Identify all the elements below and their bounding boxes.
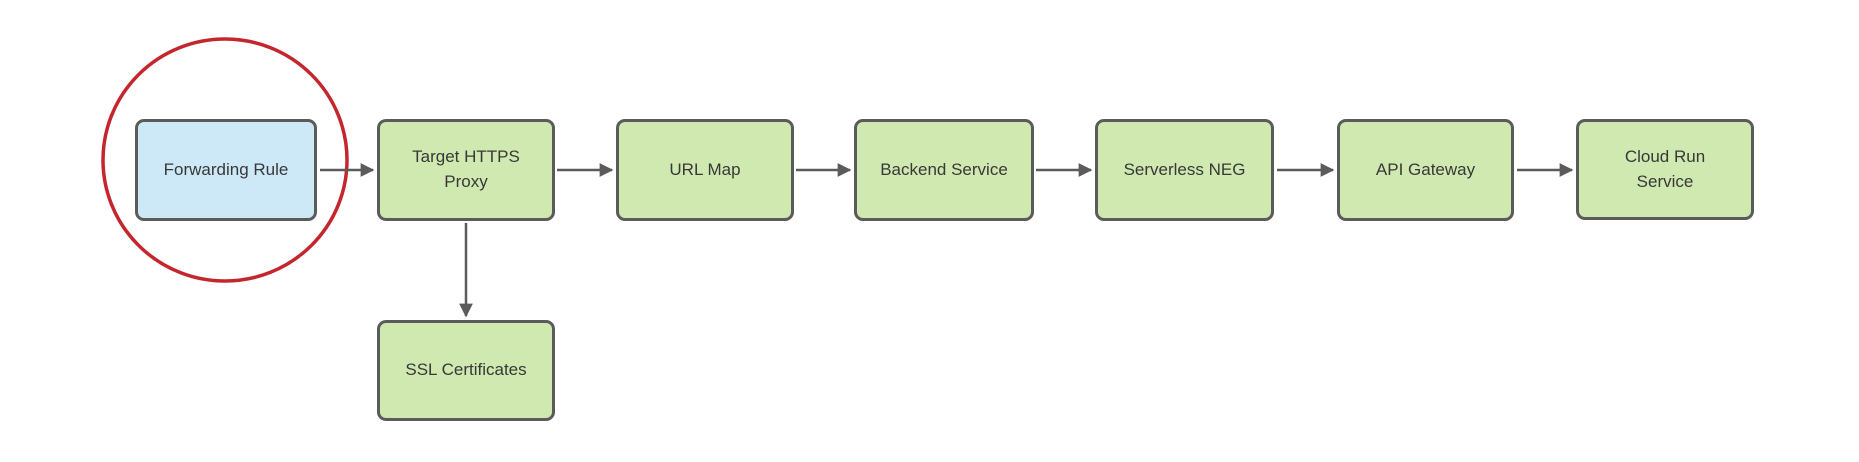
- node-label: SSL Certificates: [405, 360, 527, 380]
- node-cloud-run-service: Cloud Run Service: [1576, 119, 1754, 220]
- node-api-gateway: API Gateway: [1337, 119, 1514, 221]
- node-url-map: URL Map: [616, 119, 794, 221]
- node-label: URL Map: [669, 159, 741, 179]
- node-label: Cloud Run Service: [1624, 146, 1706, 191]
- node-label: Serverless NEG: [1123, 159, 1246, 179]
- node-label: Target HTTPS Proxy: [412, 147, 520, 191]
- node-serverless-neg: Serverless NEG: [1095, 119, 1274, 221]
- node-backend-service: Backend Service: [854, 119, 1034, 221]
- node-forwarding-rule: Forwarding Rule: [135, 119, 317, 221]
- node-target-https-proxy: Target HTTPS Proxy: [377, 119, 555, 221]
- node-label: Forwarding Rule: [163, 159, 289, 179]
- node-ssl-certificates: SSL Certificates: [377, 320, 555, 421]
- node-label: API Gateway: [1375, 159, 1476, 179]
- node-label: Backend Service: [880, 159, 1008, 179]
